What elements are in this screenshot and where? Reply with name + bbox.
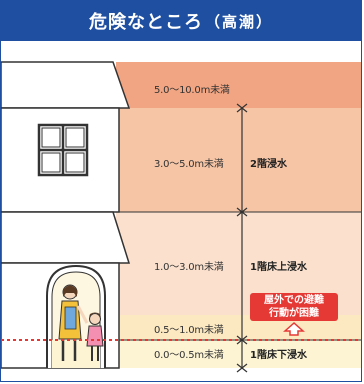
upper-roof bbox=[1, 61, 131, 109]
level-label-4: 3.0〜5.0m未満 bbox=[154, 159, 224, 170]
up-arrow-icon bbox=[283, 321, 305, 336]
floor2-range-arrow bbox=[236, 103, 248, 217]
level-label-3: 1.0〜3.0m未満 bbox=[154, 262, 224, 273]
diagram-title: 危険なところ bbox=[88, 12, 203, 33]
callout-line1: 屋外での避難 bbox=[264, 295, 324, 306]
impact-floor2: 2階浸水 bbox=[250, 159, 287, 170]
impact-floor1-below: 1階床下浸水 bbox=[250, 350, 307, 361]
level-label-5: 5.0〜10.0m未満 bbox=[154, 85, 230, 96]
lower-roof bbox=[1, 211, 131, 264]
diagram-header: 危険なところ （高潮） bbox=[1, 1, 361, 41]
mother-figure bbox=[58, 284, 89, 361]
level-label-2: 0.5〜1.0m未満 bbox=[154, 325, 224, 336]
band-level-1 bbox=[116, 340, 361, 368]
window-icon bbox=[37, 123, 89, 177]
band-level-4 bbox=[116, 108, 361, 212]
callout-line2: 行動が困難 bbox=[269, 308, 319, 319]
diagram-subtitle: （高潮） bbox=[204, 12, 273, 31]
floor1-range-arrow bbox=[236, 212, 248, 345]
below-floor-range-arrow bbox=[236, 340, 248, 373]
level-label-1: 0.0〜0.5m未満 bbox=[154, 350, 224, 361]
evacuation-difficult-callout: 屋外での避難 行動が困難 bbox=[250, 293, 338, 321]
impact-floor1-above: 1階床上浸水 bbox=[250, 262, 307, 273]
band-level-5 bbox=[116, 62, 361, 108]
